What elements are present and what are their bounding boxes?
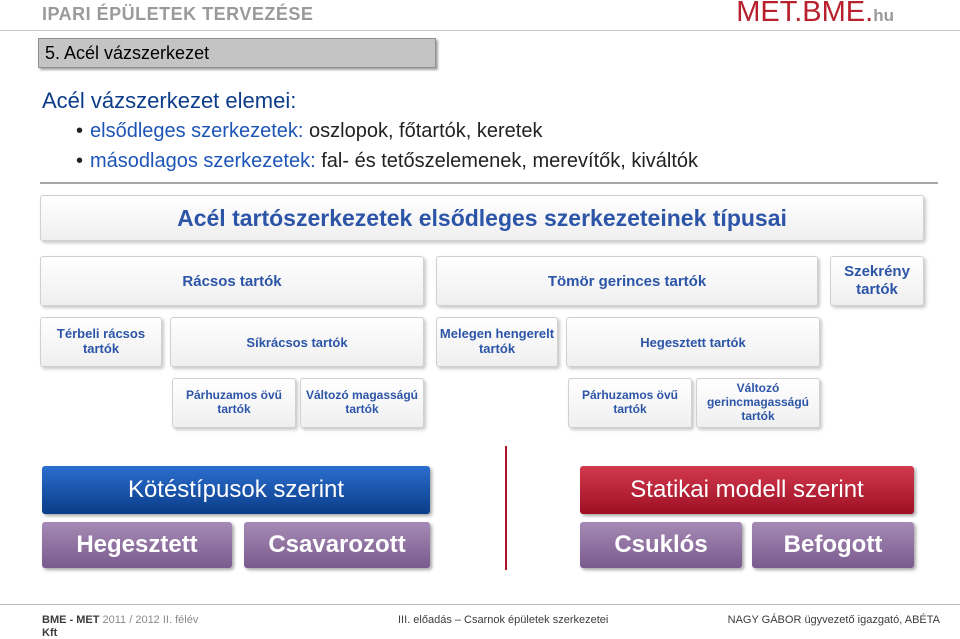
logo-main: MET.BME.	[736, 0, 874, 28]
intro-title: Acél vázszerkezet elemei:	[42, 88, 297, 113]
bullet-dot-icon: •	[76, 150, 84, 172]
section-title: 5. Acél vázszerkezet	[45, 43, 210, 63]
structure-type-hierarchy: Acél tartószerkezetek elsődleges szerkez…	[38, 181, 940, 443]
welded-option: Hegesztett	[42, 522, 232, 568]
bullet-item: • másodlagos szerkezetek: fal- és tetősz…	[76, 150, 699, 173]
l3-parallel-flange-box: Párhuzamos övű tartók	[568, 378, 692, 428]
met-bme-logo: MET.BME.hu	[736, 0, 894, 29]
footer-right: NAGY GÁBOR ügyvezető igazgató, ABÉTA	[727, 614, 940, 626]
l2-hot-rolled-box: Melegen hengerelt tartók	[436, 317, 558, 367]
footer-left: BME - MET 2011 / 2012 II. félév	[42, 614, 198, 626]
l3-variable-depth-box: Változó magasságú tartók	[300, 378, 424, 428]
root-box: Acél tartószerkezetek elsődleges szerkez…	[40, 195, 924, 241]
footer-divider	[0, 604, 960, 605]
bullet-text: fal- és tetőszelemenek, merevítők, kivál…	[315, 150, 699, 172]
bullet-dot-icon: •	[76, 120, 84, 142]
course-title: IPARI ÉPÜLETEK TERVEZÉSE	[42, 4, 314, 24]
fixed-option: Befogott	[752, 522, 914, 568]
footer-term: 2011 / 2012 II. félév	[99, 614, 199, 626]
bullet-key: másodlagos szerkezetek:	[90, 150, 316, 172]
logo-suffix: hu	[873, 6, 894, 25]
l3-parallel-chord-box: Párhuzamos övű tartók	[172, 378, 296, 428]
bullet-key: elsődleges szerkezetek:	[90, 120, 304, 142]
l2-space-truss-box: Térbeli rácsos tartók	[40, 317, 162, 367]
footer-center: III. előadás – Csarnok épületek szerkeze…	[398, 614, 609, 626]
footer-org: BME - MET	[42, 614, 100, 626]
static-model-heading: Statikai modell szerint	[580, 466, 914, 514]
section-title-bar: 5. Acél vázszerkezet	[38, 38, 436, 68]
bullet-item: • elsődleges szerkezetek: oszlopok, főta…	[76, 120, 543, 143]
classification-divider	[505, 446, 507, 570]
l3-variable-web-box: Változó gerincmagasságú tartók	[696, 378, 820, 428]
bolted-option: Csavarozott	[244, 522, 430, 568]
l2-welded-box: Hegesztett tartók	[566, 317, 820, 367]
hierarchy-connectors	[40, 182, 938, 184]
hinged-option: Csuklós	[580, 522, 742, 568]
l1-solid-web-box: Tömör gerinces tartók	[436, 256, 818, 306]
l1-box-girder-box: Szekrény tartók	[830, 256, 924, 306]
footer-left-wrap: Kft	[42, 627, 58, 639]
header-divider	[0, 30, 960, 31]
connection-type-heading: Kötéstípusok szerint	[42, 466, 430, 514]
l1-truss-box: Rácsos tartók	[40, 256, 424, 306]
bullet-text: oszlopok, főtartók, keretek	[303, 120, 543, 142]
l2-plane-truss-box: Síkrácsos tartók	[170, 317, 424, 367]
